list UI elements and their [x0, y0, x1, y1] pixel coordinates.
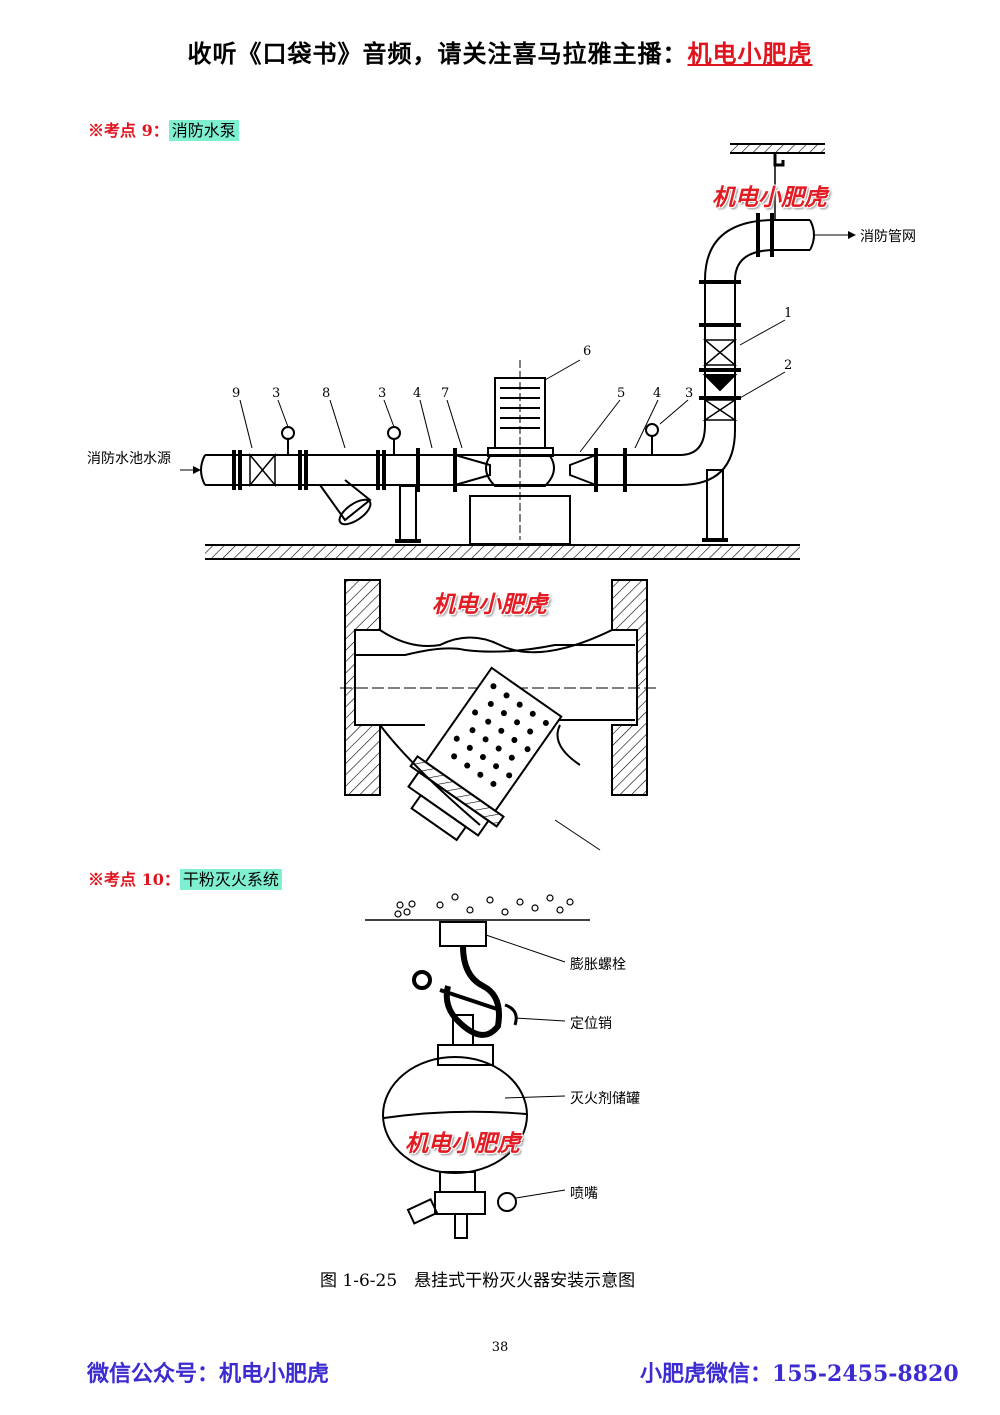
- callout-4a: 4: [413, 386, 422, 401]
- figure-caption: 图 1-6-25 悬挂式干粉灭火器安装示意图: [320, 1271, 636, 1291]
- watermark-3: 机电小肥虎: [405, 1131, 520, 1157]
- callout-1: 1: [784, 306, 793, 321]
- expansion-bolt-body: [439, 921, 487, 947]
- callout-6: 6: [583, 344, 592, 359]
- watermark-1: 机电小肥虎: [712, 185, 827, 211]
- section-10-prefix: ※考点 10：: [88, 870, 180, 889]
- label-nozzle: 喷嘴: [570, 1186, 598, 1202]
- callout-3b: 3: [378, 386, 387, 401]
- page-header: 收听《口袋书》音频，请关注喜马拉雅主播：机电小肥虎: [0, 34, 1000, 69]
- pump-diagram: [180, 143, 856, 560]
- section-10-title: 干粉灭火系统: [179, 869, 282, 890]
- callout-5: 5: [617, 386, 626, 401]
- page-number: 38: [491, 1340, 509, 1355]
- callout-3a: 3: [272, 386, 281, 401]
- header-prefix: 收听《口袋书》音频，请关注喜马拉雅主播：: [187, 39, 688, 68]
- inlet-label: 消防水池水源: [87, 451, 171, 467]
- y-strainer-diagram: [340, 579, 660, 851]
- header-brand-link[interactable]: 机电小肥虎: [687, 39, 813, 68]
- section-9-title: 消防水泵: [168, 120, 239, 141]
- callout-8: 8: [322, 386, 331, 401]
- label-agent-tank: 灭火剂储罐: [570, 1091, 640, 1107]
- callout-7: 7: [441, 386, 450, 401]
- outlet-label: 消防管网: [860, 229, 916, 245]
- callout-2: 2: [784, 358, 793, 373]
- footer-left: 微信公众号：机电小肥虎: [87, 1361, 330, 1387]
- callout-9: 9: [232, 386, 241, 401]
- extinguisher-diagram: [365, 893, 590, 1239]
- ground-hatch: [205, 545, 800, 559]
- label-expansion-bolt: 膨胀螺栓: [570, 957, 626, 973]
- footer-right: 小肥虎微信：155-2455-8820: [640, 1361, 959, 1387]
- callout-3c: 3: [685, 386, 694, 401]
- callout-4b: 4: [653, 386, 662, 401]
- section-9-prefix: ※考点 9：: [88, 121, 169, 140]
- section-10-heading: ※考点 10：干粉灭火系统: [88, 866, 282, 890]
- section-9-heading: ※考点 9：消防水泵: [88, 117, 239, 141]
- watermark-2: 机电小肥虎: [432, 592, 547, 618]
- label-locating-pin: 定位销: [570, 1016, 612, 1032]
